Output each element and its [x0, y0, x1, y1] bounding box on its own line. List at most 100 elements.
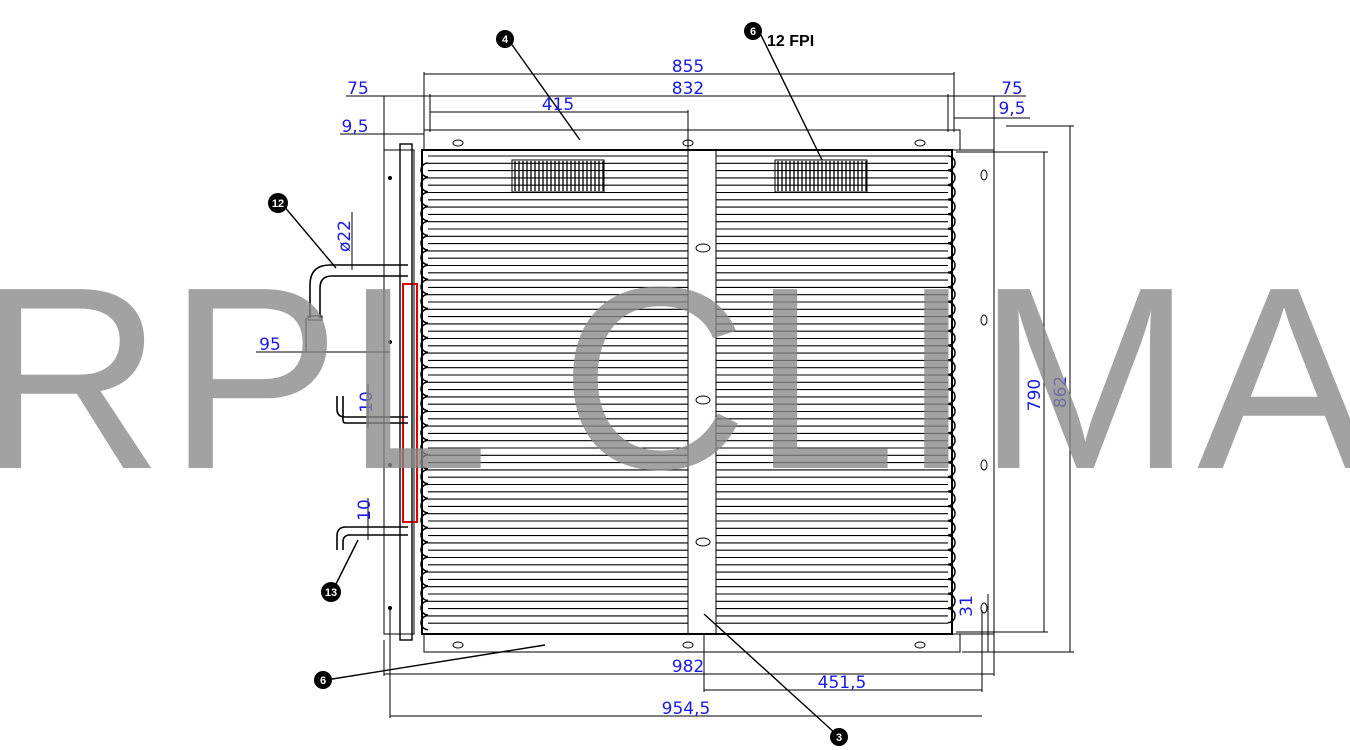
return-bend-left — [420, 395, 429, 412]
dim-10-a: 10 — [357, 391, 377, 413]
return-bend-left — [420, 191, 429, 207]
dim-75-left: 75 — [347, 79, 369, 99]
return-bend-left — [420, 425, 429, 441]
return-bend-right — [947, 564, 956, 580]
return-bend-right — [947, 199, 956, 215]
return-bend-right — [947, 534, 956, 551]
dim-832: 832 — [672, 79, 704, 99]
svg-text:13: 13 — [325, 587, 337, 599]
callout-6-top: 6 — [744, 22, 762, 40]
return-bend-left — [420, 468, 429, 485]
return-bend-left — [420, 454, 429, 470]
return-bend-right — [947, 374, 956, 390]
return-bend-right — [947, 213, 956, 230]
return-bend-left — [420, 235, 429, 251]
return-bend-right — [947, 272, 956, 288]
return-bend-right — [947, 593, 956, 609]
outlet-pipe-2 — [336, 526, 408, 550]
return-bend-left — [420, 614, 429, 631]
svg-text:3: 3 — [836, 732, 842, 744]
return-bend-left — [420, 220, 429, 237]
dim-855: 855 — [672, 57, 704, 77]
dim-d22: ø22 — [335, 220, 355, 252]
svg-text:4: 4 — [502, 34, 509, 46]
return-bend-left — [420, 571, 429, 587]
return-bend-left — [420, 410, 429, 426]
dim-982: 982 — [672, 657, 704, 677]
dim-415: 415 — [542, 95, 574, 115]
return-bend-right — [947, 345, 956, 361]
svg-text:12: 12 — [272, 198, 284, 210]
return-bend-right — [947, 403, 956, 419]
return-bend-right — [947, 549, 956, 565]
watermark: RPL CLIMA — [0, 234, 1350, 524]
fin-spec-label: 12 FPI — [767, 33, 814, 50]
callout-6-bottom: 6 — [314, 671, 332, 689]
svg-text:6: 6 — [320, 675, 326, 687]
return-bend-right — [947, 461, 956, 478]
return-bend-right — [947, 388, 956, 405]
dim-451-5: 451,5 — [818, 673, 867, 693]
return-bend-right — [947, 476, 956, 492]
return-bends — [420, 155, 956, 631]
coil-fins — [428, 155, 948, 624]
return-bend-right — [947, 607, 956, 624]
return-bend-right — [947, 330, 956, 346]
return-bend-left — [420, 322, 429, 339]
return-bend-right — [947, 432, 956, 449]
dim-10-b: 10 — [355, 499, 375, 521]
callout-12: 12 — [268, 193, 288, 213]
return-bend-right — [947, 418, 956, 434]
return-bend-right — [947, 505, 956, 522]
dim-9-5-right: 9,5 — [998, 99, 1025, 119]
dim-790: 790 — [1025, 379, 1045, 411]
return-bend-right — [947, 447, 956, 463]
dim-862: 862 — [1051, 376, 1071, 408]
return-bend-left — [420, 541, 429, 558]
return-bend-left — [420, 483, 429, 499]
return-bend-right — [947, 169, 956, 186]
return-bend-left — [420, 366, 429, 383]
return-bend-left — [420, 293, 429, 310]
callout-3: 3 — [830, 728, 848, 746]
return-bend-left — [420, 206, 429, 222]
return-bend-right — [947, 155, 956, 171]
return-bend-left — [420, 527, 429, 543]
return-bend-left — [420, 352, 429, 368]
return-bend-right — [947, 520, 956, 536]
dim-75-right: 75 — [1001, 79, 1023, 99]
return-bend-right — [947, 301, 956, 317]
outlet-pipe-1 — [336, 396, 408, 424]
return-bend-left — [420, 381, 429, 397]
dim-31: 31 — [957, 595, 977, 617]
return-bend-left — [420, 600, 429, 616]
dim-95: 95 — [259, 335, 281, 355]
dim-9-5-left: 9,5 — [341, 117, 368, 137]
fin-density-marks — [511, 159, 868, 193]
return-bend-right — [947, 228, 956, 244]
manifold-header — [399, 143, 418, 641]
inlet-pipe — [307, 264, 408, 321]
return-bend-right — [947, 315, 956, 332]
return-bend-right — [947, 242, 956, 259]
coil-frame — [383, 129, 995, 653]
return-bend-left — [420, 585, 429, 602]
return-bend-left — [420, 264, 429, 280]
return-bend-left — [420, 176, 429, 193]
svg-text:6: 6 — [750, 26, 756, 38]
return-bend-left — [420, 556, 429, 572]
return-bend-left — [420, 249, 429, 266]
leader-lines — [282, 32, 837, 735]
dimension-lines — [256, 72, 1074, 718]
dim-954-5: 954,5 — [662, 699, 711, 719]
return-bend-right — [947, 184, 956, 200]
return-bend-right — [947, 359, 956, 376]
return-bend-right — [947, 257, 956, 273]
callout-13: 13 — [321, 582, 341, 602]
return-bend-left — [420, 279, 429, 295]
return-bend-left — [420, 308, 429, 324]
return-bend-left — [420, 512, 429, 529]
return-bend-right — [947, 578, 956, 595]
return-bend-right — [947, 286, 956, 303]
